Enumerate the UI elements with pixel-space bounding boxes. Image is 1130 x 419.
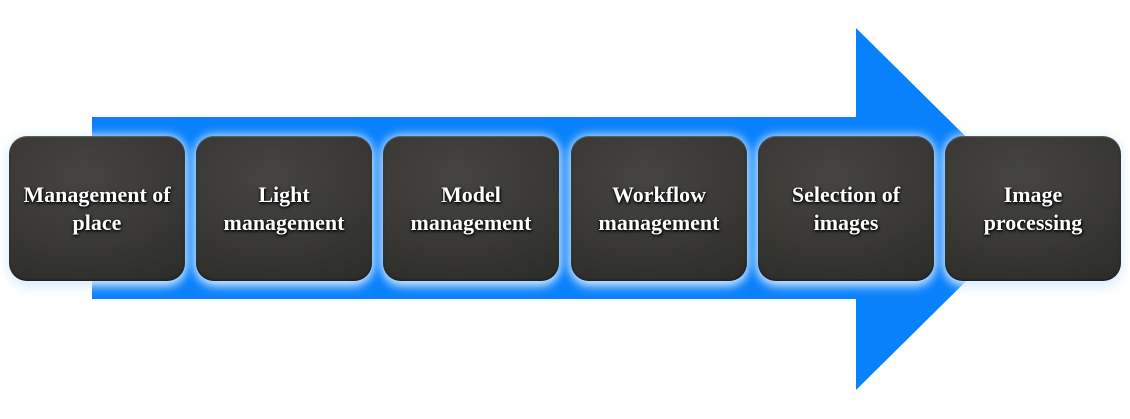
step-box-model-management: Model management <box>383 136 559 281</box>
step-box-image-processing: Image processing <box>945 136 1121 281</box>
step-box-management-of-place: Management of place <box>9 136 185 281</box>
step-box-selection-of-images: Selection of images <box>758 136 934 281</box>
step-label: Light management <box>223 181 345 235</box>
right-arrow-polygon <box>92 28 1039 390</box>
step-box-workflow-management: Workflow management <box>571 136 747 281</box>
step-label: Management of place <box>23 181 171 235</box>
step-box-light-management: Light management <box>196 136 372 281</box>
step-label: Workflow management <box>598 181 720 235</box>
step-label: Image processing <box>983 181 1083 235</box>
step-label: Selection of images <box>791 181 901 235</box>
step-label: Model management <box>410 181 532 235</box>
